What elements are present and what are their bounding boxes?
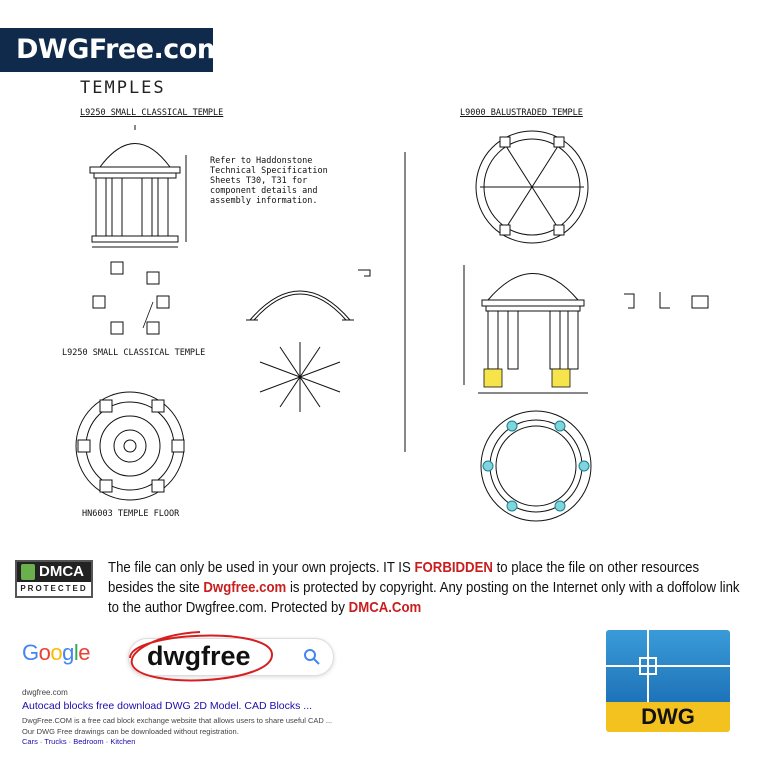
result-snippet: DwgFree.COM is a free cad block exchange… (22, 716, 333, 736)
section-details (624, 292, 709, 309)
site-logo[interactable]: DWGFree.com (0, 28, 225, 72)
dwg-file-icon: DWG (606, 630, 730, 732)
dmca-protected-label: PROTECTED (20, 584, 88, 593)
small-temple-elevation (89, 125, 187, 248)
lock-icon (21, 564, 35, 580)
result-sitelinks[interactable]: Cars · Trucks · Bedroom · Kitchen (22, 737, 136, 746)
specification-note: Refer to Haddonstone Technical Specifica… (210, 156, 328, 206)
roof-section-detail (246, 269, 371, 412)
google-logo: Google (22, 640, 91, 665)
highlight-ring (129, 631, 274, 682)
balustraded-temple-roof-plan (475, 130, 589, 244)
result-title-link[interactable]: Autocad blocks free download DWG 2D Mode… (22, 700, 313, 712)
page-title: TEMPLES (80, 78, 166, 98)
right-temple-title: L9000 BALUSTRADED TEMPLE (460, 108, 583, 118)
balustraded-temple-elevation (463, 265, 588, 394)
search-icon[interactable] (303, 648, 321, 666)
temple-floor-plan (75, 391, 185, 501)
copyright-notice: The file can only be used in your own pr… (108, 559, 740, 616)
floor-label: HN6003 TEMPLE FLOOR (82, 509, 180, 519)
crosshair-icon (606, 630, 730, 702)
site-logo-text: DWGFree.com (16, 34, 225, 65)
search-input[interactable]: dwgfree (128, 638, 334, 676)
dmca-link[interactable]: DMCA.Com (348, 599, 422, 616)
result-domain: dwgfree.com (22, 688, 68, 697)
dmca-badge[interactable]: DMCA PROTECTED (15, 560, 93, 598)
drawing-divider (404, 152, 406, 452)
small-temple-plan (92, 261, 170, 335)
balustraded-temple-floor (480, 410, 592, 522)
left-plan-label: L9250 SMALL CLASSICAL TEMPLE (62, 348, 206, 358)
left-temple-title: L9250 SMALL CLASSICAL TEMPLE (80, 108, 224, 118)
